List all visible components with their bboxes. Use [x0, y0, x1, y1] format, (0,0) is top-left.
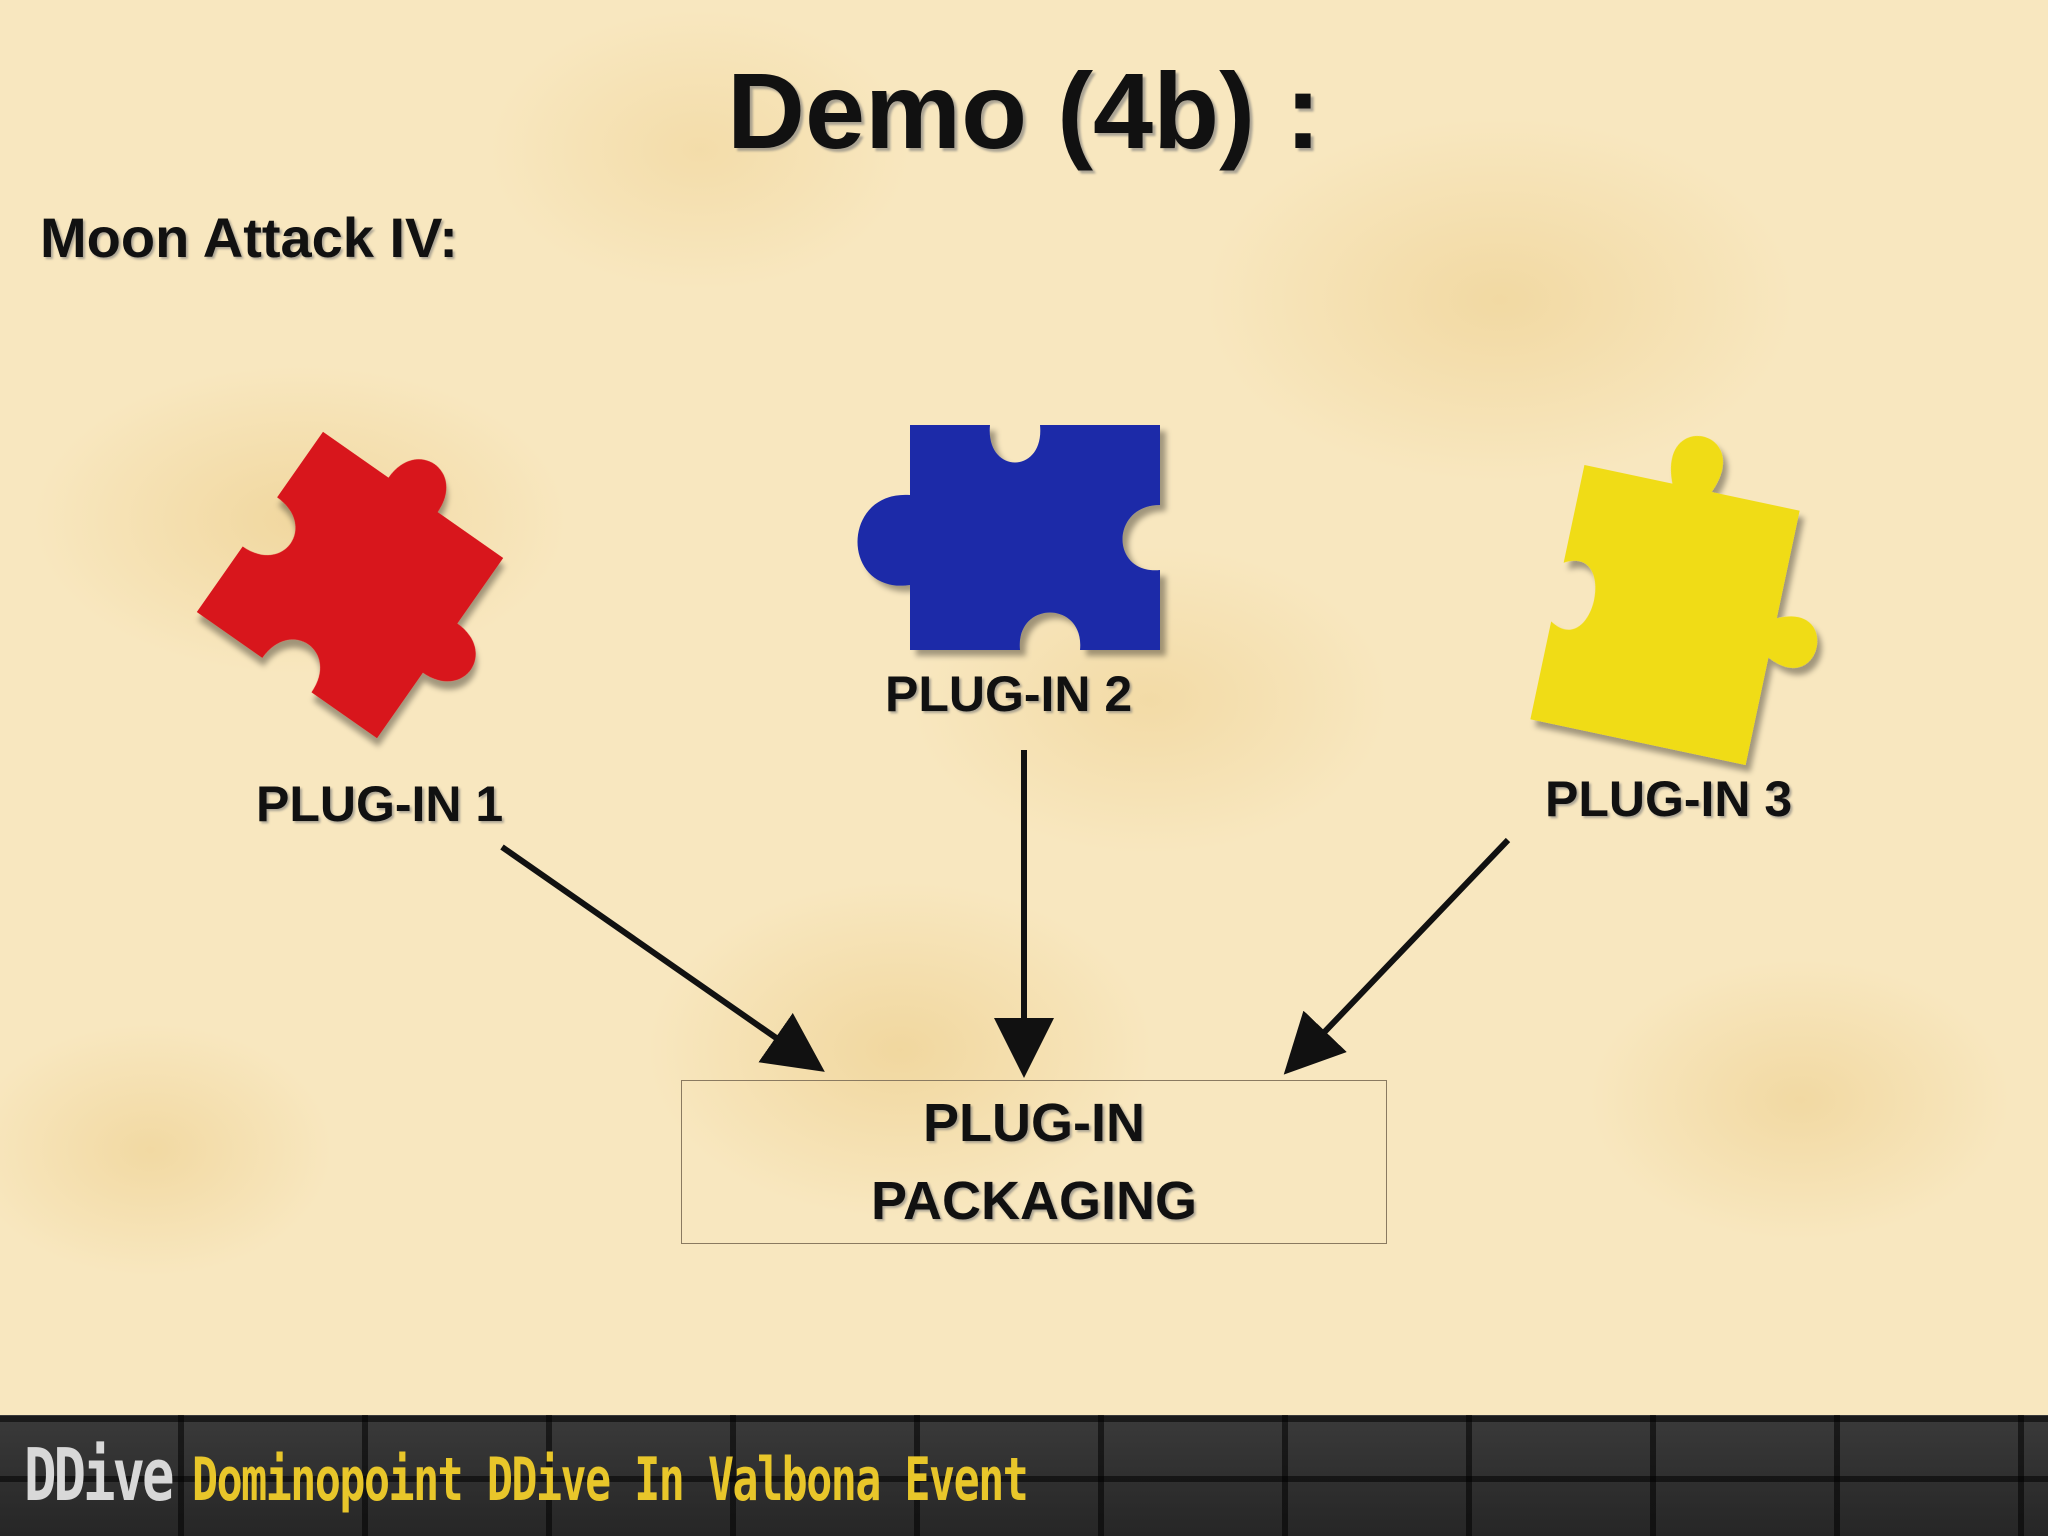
- puzzle-piece-yellow-icon: [1530, 435, 1818, 766]
- plugin-packaging-box: PLUG-IN PACKAGING: [681, 1080, 1387, 1244]
- slide-background: Demo (4b) : Moon Attack IV: PLUG-IN 1 PL…: [0, 0, 2048, 1415]
- slide-subtitle: Moon Attack IV:: [40, 206, 458, 269]
- slide-title: Demo (4b) :: [727, 50, 1321, 171]
- footer-event-text: Dominopoint DDive In Valbona Event: [192, 1445, 1029, 1515]
- arrow-plugin1-to-packaging: [500, 844, 825, 1072]
- arrow-plugin3-to-packaging: [1283, 837, 1511, 1075]
- footer-banner: DDive Dominopoint DDive In Valbona Event: [0, 1415, 2048, 1536]
- diagram-canvas: [196, 425, 1818, 1078]
- plugin-3-label: PLUG-IN 3: [1545, 771, 1793, 827]
- packaging-line-2: PACKAGING: [870, 1171, 1197, 1231]
- puzzle-piece-blue-icon: [857, 425, 1160, 650]
- puzzle-piece-red-icon: [196, 431, 504, 739]
- plugin-1-label: PLUG-IN 1: [256, 776, 504, 832]
- plugin-2-label: PLUG-IN 2: [885, 666, 1133, 722]
- packaging-line-1: PLUG-IN: [923, 1093, 1145, 1153]
- footer-logo: DDive: [24, 1433, 175, 1517]
